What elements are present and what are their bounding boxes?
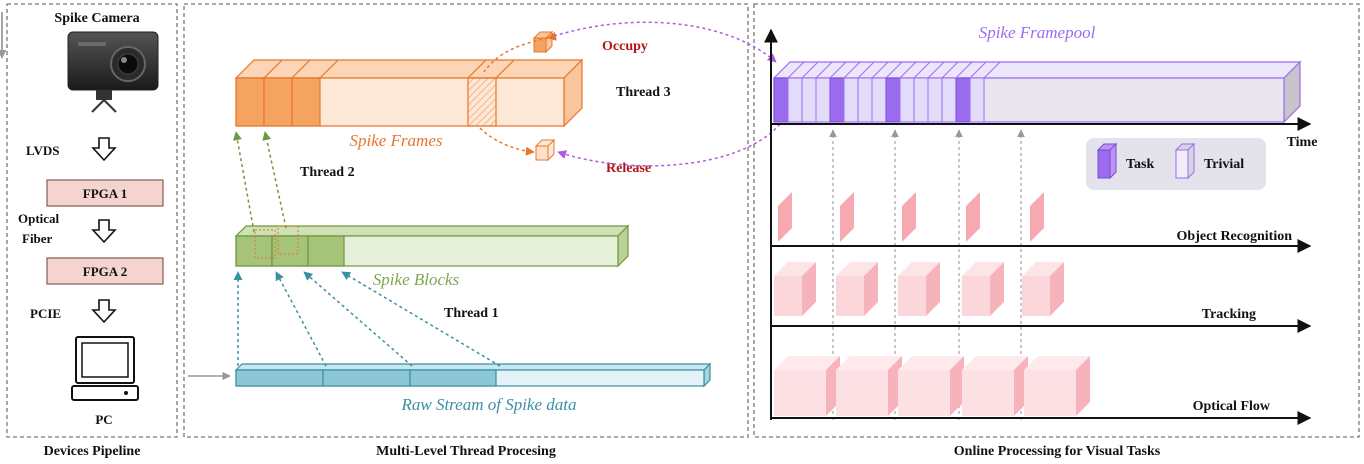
devices-panel-frame bbox=[6, 3, 178, 438]
framepool-release-connector bbox=[557, 123, 781, 167]
lvds-label: LVDS bbox=[26, 143, 59, 158]
fpga1-box bbox=[46, 179, 164, 207]
optical-flow-label: Optical Flow bbox=[1193, 399, 1271, 414]
fpga1-label: FPGA 1 bbox=[83, 186, 127, 201]
pcie-label: PCIE bbox=[30, 306, 61, 321]
down-arrow-icon bbox=[91, 219, 117, 244]
time-axis-label: Time bbox=[1287, 135, 1318, 150]
framepool-label: Spike Framepool bbox=[979, 23, 1096, 42]
thread1-arrows bbox=[233, 271, 501, 367]
spike-frames-label: Spike Frames bbox=[349, 131, 442, 150]
legend: Task Trivial bbox=[1086, 138, 1266, 190]
spike-frames-bar bbox=[234, 58, 584, 128]
legend-task-label: Task bbox=[1126, 157, 1155, 172]
fiber-label: Fiber bbox=[22, 231, 53, 246]
thread2-arrows bbox=[233, 131, 287, 233]
spike-blocks-label: Spike Blocks bbox=[373, 270, 460, 289]
occupy-frame-cube bbox=[532, 30, 554, 54]
raw-stream-label: Raw Stream of Spike data bbox=[400, 395, 576, 414]
fpga2-label: FPGA 2 bbox=[83, 264, 127, 279]
devices-caption: Devices Pipeline bbox=[44, 444, 141, 459]
optical-flow-tasks bbox=[774, 356, 1090, 416]
threads-caption: Multi-Level Thread Procesing bbox=[376, 444, 556, 459]
thread1-label: Thread 1 bbox=[444, 306, 499, 321]
raw-stream-bar bbox=[234, 362, 712, 388]
thread3-label: Thread 3 bbox=[616, 85, 671, 100]
spike-camera-image bbox=[67, 31, 159, 113]
framepool-bar bbox=[772, 60, 1302, 124]
camera-label: Spike Camera bbox=[54, 11, 139, 26]
object-recognition-label: Object Recognition bbox=[1177, 229, 1293, 244]
online-panel-frame bbox=[753, 3, 1360, 438]
tracking-label: Tracking bbox=[1202, 307, 1256, 322]
down-arrow-icon bbox=[91, 299, 117, 324]
legend-trivial-label: Trivial bbox=[1204, 157, 1244, 172]
fpga2-box bbox=[46, 257, 164, 285]
trivial-legend-icon bbox=[1174, 142, 1196, 180]
optical-label: Optical bbox=[18, 211, 60, 226]
tracking-tasks bbox=[774, 262, 1064, 316]
online-caption: Online Processing for Visual Tasks bbox=[954, 444, 1161, 459]
occupy-arrow bbox=[483, 31, 557, 73]
thread2-label: Thread 2 bbox=[300, 165, 355, 180]
threads-panel-frame bbox=[183, 3, 749, 438]
pc-monitor-icon bbox=[71, 336, 139, 401]
object-recognition-tasks bbox=[778, 192, 1044, 242]
release-frame-cube bbox=[534, 138, 556, 162]
occupy-label: Occupy bbox=[602, 39, 648, 54]
release-label: Release bbox=[606, 161, 651, 176]
spike-blocks-bar bbox=[234, 224, 630, 268]
release-arrow bbox=[479, 127, 535, 156]
framepool-occupy-connector bbox=[553, 21, 777, 63]
task-legend-icon bbox=[1096, 142, 1118, 180]
down-arrow-icon bbox=[91, 137, 117, 162]
pc-label: PC bbox=[95, 412, 112, 427]
